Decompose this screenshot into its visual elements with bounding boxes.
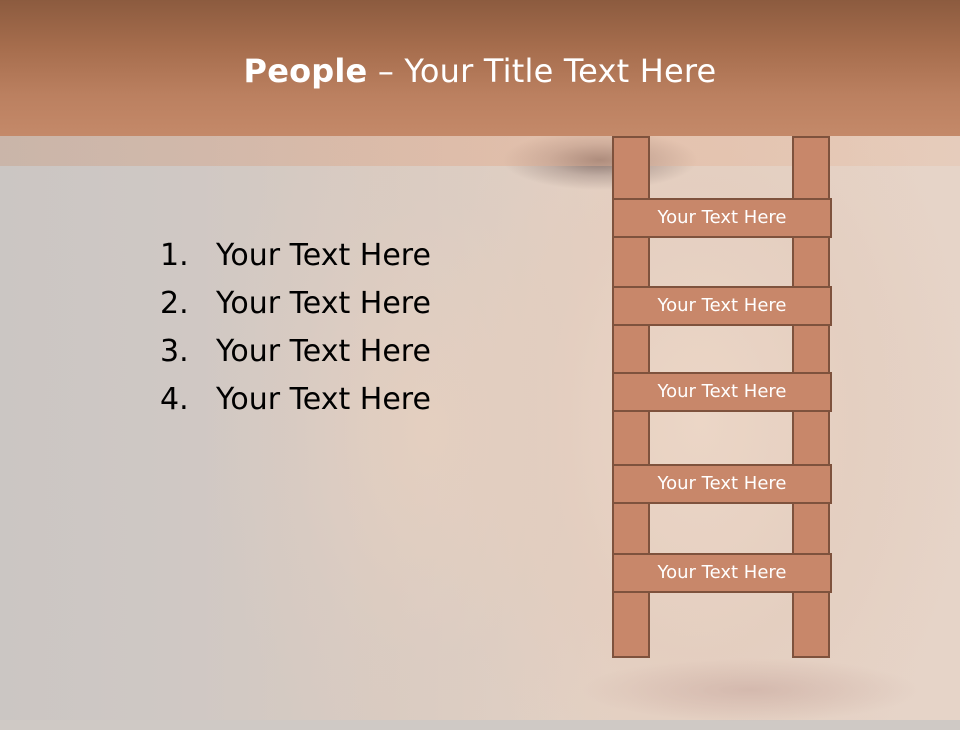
list-item-number: 1. xyxy=(160,238,189,273)
lip-decor xyxy=(540,650,960,730)
ladder-rung-2: Your Text Here xyxy=(612,286,832,326)
list-item-text: Your Text Here xyxy=(216,238,431,273)
slide-title-rest: – Your Title Text Here xyxy=(367,52,717,90)
ladder-rung-4: Your Text Here xyxy=(612,464,832,504)
list-item-text: Your Text Here xyxy=(216,382,431,417)
ladder-rung-1: Your Text Here xyxy=(612,198,832,238)
ladder-rung-5: Your Text Here xyxy=(612,553,832,593)
slide-title-bold: People xyxy=(243,52,368,90)
list-item-number: 3. xyxy=(160,334,189,369)
numbered-list: 1. Your Text Here 2. Your Text Here 3. Your… xyxy=(160,232,431,424)
list-item: 1. Your Text Here xyxy=(160,232,431,280)
list-item-text: Your Text Here xyxy=(216,334,431,369)
ladder-rung-3: Your Text Here xyxy=(612,372,832,412)
title-bar: People – Your Title Text Here xyxy=(0,0,960,136)
list-item: 3. Your Text Here xyxy=(160,328,431,376)
slide-title: People – Your Title Text Here xyxy=(0,52,960,90)
list-item-number: 2. xyxy=(160,286,189,321)
list-item-number: 4. xyxy=(160,382,189,417)
list-item: 4. Your Text Here xyxy=(160,376,431,424)
list-item-text: Your Text Here xyxy=(216,286,431,321)
list-item: 2. Your Text Here xyxy=(160,280,431,328)
